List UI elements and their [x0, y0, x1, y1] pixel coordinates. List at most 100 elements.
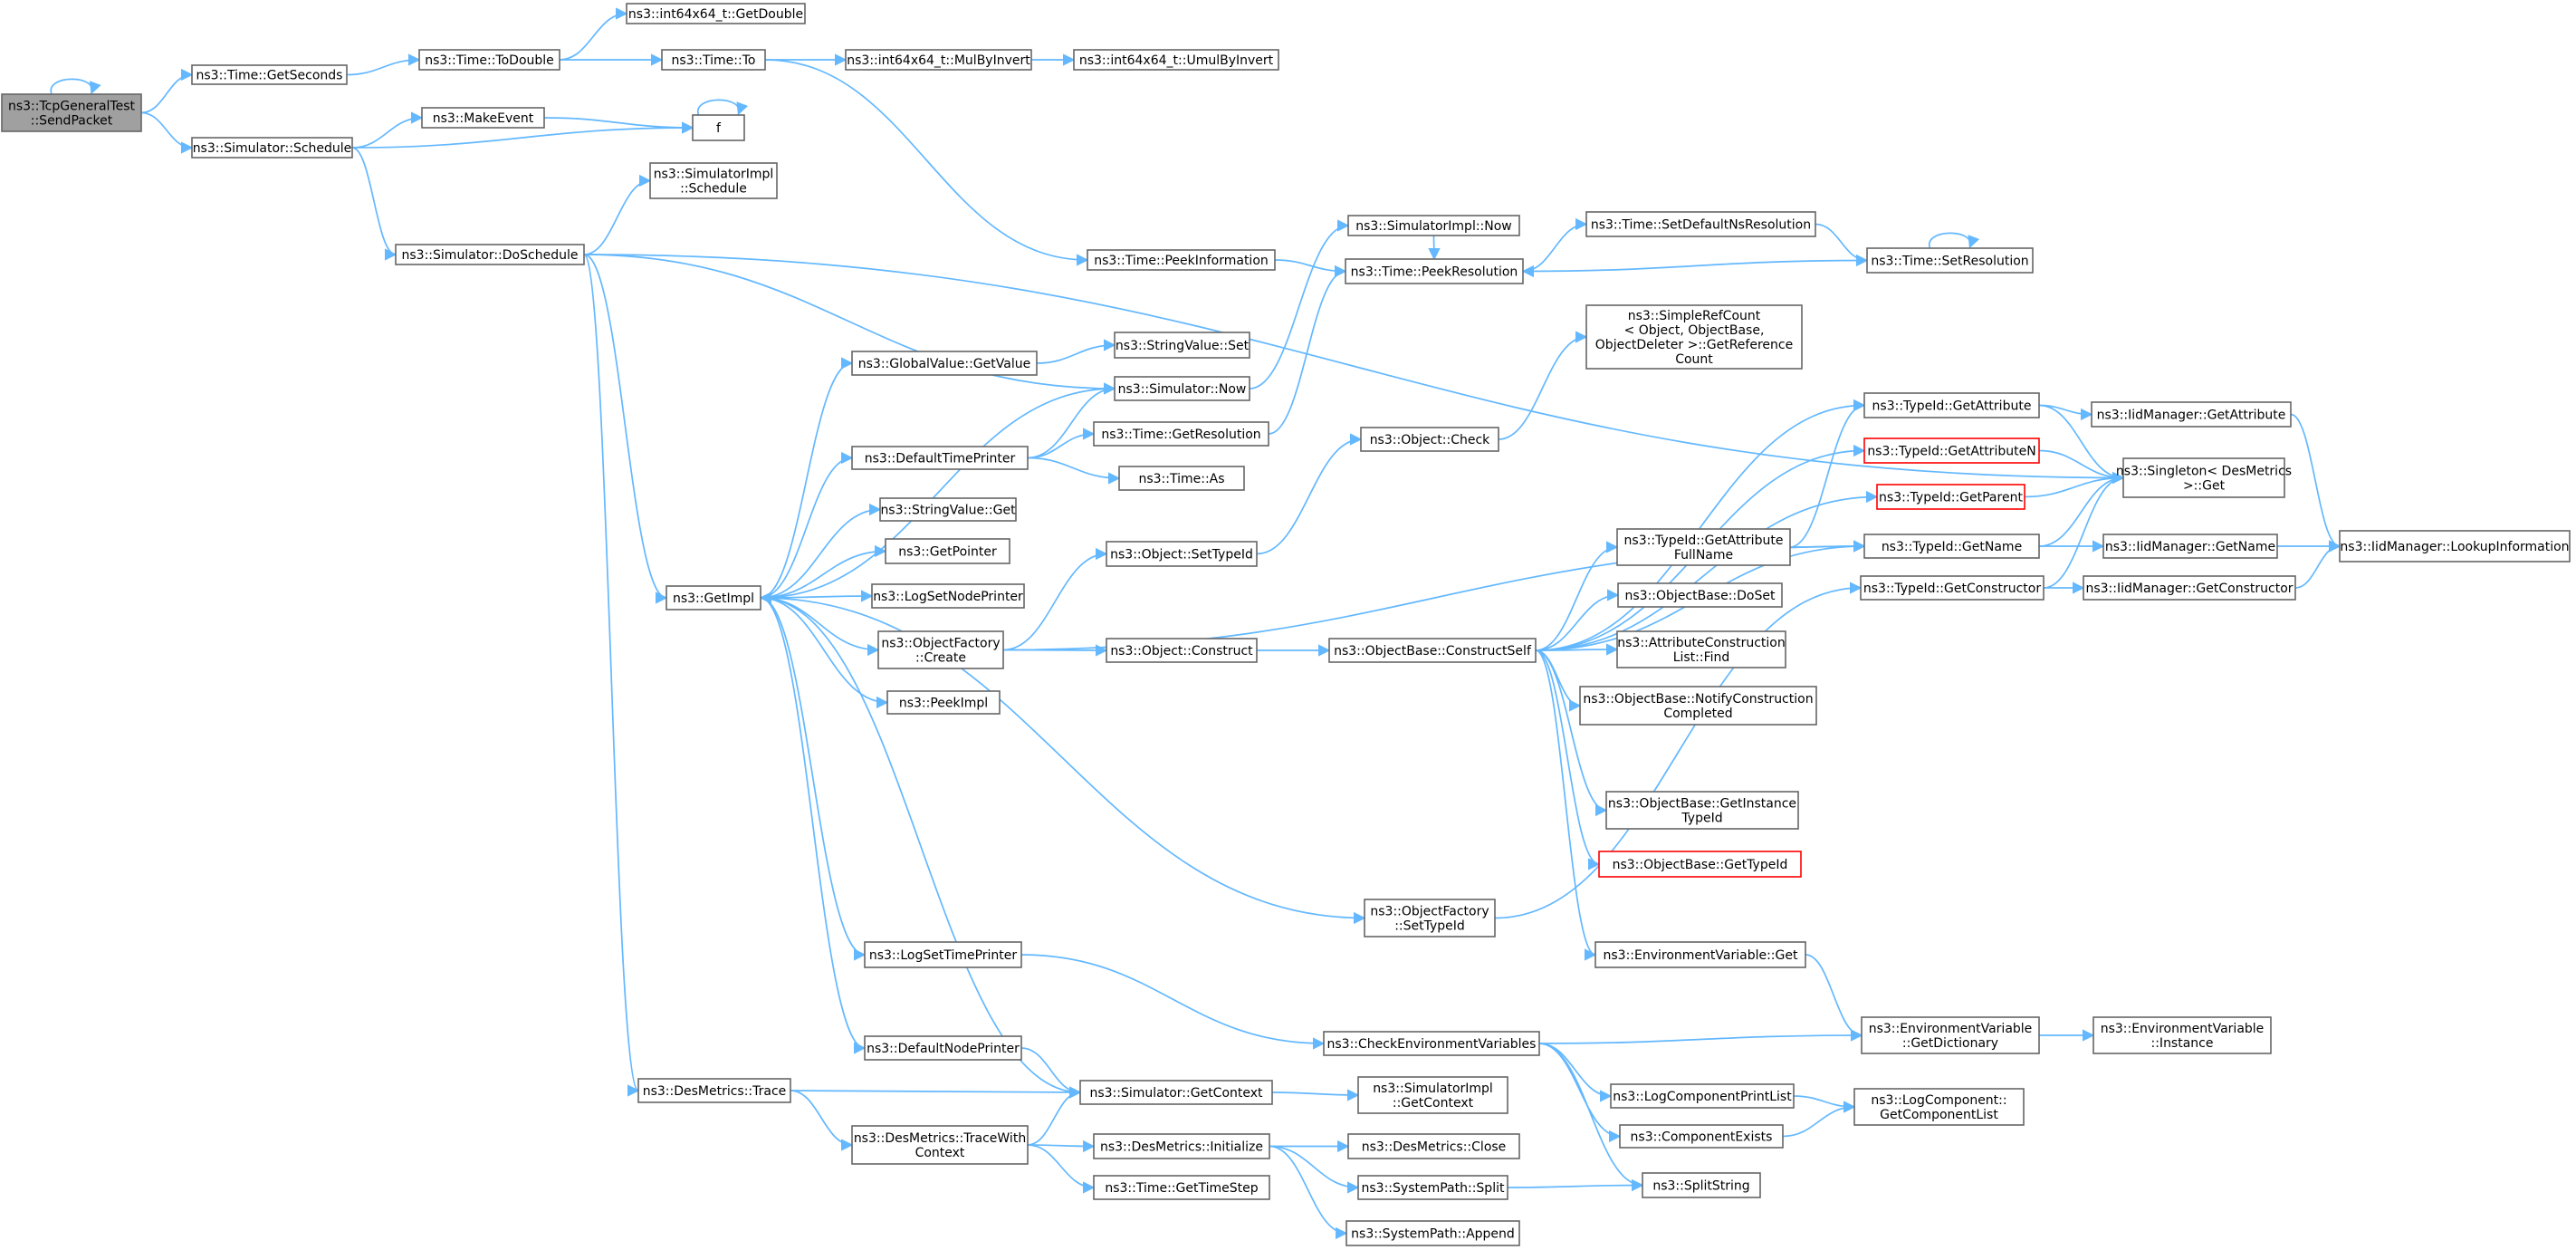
node-box — [1114, 332, 1250, 359]
node-constructself[interactable]: ns3::ObjectBase::ConstructSelf — [1328, 638, 1537, 663]
node-objconstruct[interactable]: ns3::Object::Construct — [1106, 638, 1258, 663]
edge-tgetname-to-singleton — [2038, 471, 2125, 547]
node-getrefcount[interactable]: ns3::SimpleRefCount< Object, ObjectBase,… — [1585, 304, 1803, 370]
node-dtp[interactable]: ns3::DefaultTimePrinter — [851, 446, 1029, 470]
node-getresolution[interactable]: ns3::Time::GetResolution — [1093, 421, 1269, 447]
node-box — [661, 49, 766, 71]
node-tgetconstructor[interactable]: ns3::TypeId::GetConstructor — [1860, 575, 2045, 601]
node-umulbyinvert[interactable]: ns3::int64x64_t::UmulByInvert — [1073, 49, 1279, 71]
node-schedule[interactable]: ns3::Simulator::Schedule — [191, 137, 353, 159]
node-label: ns3::Time::PeekInformation — [1094, 254, 1269, 268]
node-envget[interactable]: ns3::EnvironmentVariable::Get — [1594, 941, 1806, 968]
edge-doschedule-to-getimpl — [583, 254, 668, 604]
node-svset[interactable]: ns3::StringValue::Set — [1114, 332, 1250, 359]
node-getseconds[interactable]: ns3::Time::GetSeconds — [191, 64, 348, 85]
node-obdoset[interactable]: ns3::ObjectBase::DoSet — [1617, 582, 1783, 608]
node-envdict[interactable]: ns3::EnvironmentVariable::GetDictionary — [1861, 1016, 2040, 1054]
node-lognodeprinter[interactable]: ns3::LogSetNodePrinter — [871, 583, 1025, 609]
node-gvgetvalue[interactable]: ns3::GlobalValue::GetValue — [851, 351, 1038, 376]
node-logsettimeprinter[interactable]: ns3::LogSetTimePrinter — [864, 941, 1022, 968]
node-tgetparent[interactable]: ns3::TypeId::GetParent — [1876, 484, 2025, 510]
node-envinstance[interactable]: ns3::EnvironmentVariable::Instance — [2092, 1016, 2272, 1054]
node-label: ns3::DefaultTimePrinter — [865, 452, 1016, 466]
node-label: ns3::SimulatorImpl — [654, 168, 774, 182]
node-compexists[interactable]: ns3::ComponentExists — [1619, 1124, 1784, 1149]
edge-gvgetvalue-to-svset — [1036, 339, 1116, 364]
node-checkenv[interactable]: ns3::CheckEnvironmentVariables — [1323, 1031, 1540, 1056]
node-objsettypeid[interactable]: ns3::Object::SetTypeId — [1106, 541, 1258, 567]
node-box — [1585, 304, 1803, 370]
node-iidlookup[interactable]: ns3::IidManager::LookupInformation — [2339, 530, 2571, 562]
node-mulbyinvert[interactable]: ns3::int64x64_t::MulByInvert — [845, 49, 1032, 71]
edge-getseconds-to-todouble — [346, 53, 421, 76]
node-box — [1605, 791, 1799, 830]
node-label: ns3::TypeId::GetAttribute — [1624, 534, 1784, 548]
node-tgetattributen[interactable]: ns3::TypeId::GetAttributeN — [1863, 438, 2040, 464]
node-label: Context — [915, 1146, 965, 1160]
node-peekinfo[interactable]: ns3::Time::PeekInformation — [1087, 249, 1276, 271]
node-box — [2339, 530, 2571, 562]
node-dmtrace[interactable]: ns3::DesMetrics::Trace — [637, 1078, 791, 1103]
node-doschedule[interactable]: ns3::Simulator::DoSchedule — [395, 244, 585, 265]
node-todouble[interactable]: ns3::Time::ToDouble — [418, 49, 560, 71]
node-iidgetattribute[interactable]: ns3::IidManager::GetAttribute — [2091, 401, 2292, 428]
node-dminit[interactable]: ns3::DesMetrics::Initialize — [1093, 1133, 1270, 1159]
node-iidgetconstructor[interactable]: ns3::IidManager::GetConstructor — [2083, 575, 2296, 601]
edge-iidgetattribute-to-iidlookup — [2290, 413, 2341, 553]
edge-ofsettypeid-to-tgetconstructor — [1494, 582, 1863, 919]
node-simnow[interactable]: ns3::Simulator::Now — [1114, 376, 1250, 401]
node-getimpl[interactable]: ns3::GetImpl — [666, 585, 761, 611]
node-obnotify[interactable]: ns3::ObjectBase::NotifyConstructionCompl… — [1579, 686, 1817, 726]
node-setdefaultns[interactable]: ns3::Time::SetDefaultNsResolution — [1585, 211, 1816, 237]
node-setres[interactable]: ns3::Time::SetResolution — [1866, 247, 2034, 274]
node-label: Count — [1675, 352, 1713, 367]
node-ofcreate[interactable]: ns3::ObjectFactory::Create — [877, 630, 1004, 669]
node-spsplit[interactable]: ns3::SystemPath::Split — [1357, 1175, 1508, 1200]
node-lcgetlist[interactable]: ns3::LogComponent::GetComponentList — [1853, 1088, 2025, 1126]
node-peekres[interactable]: ns3::Time::PeekResolution — [1345, 258, 1524, 284]
node-lcpl[interactable]: ns3::LogComponentPrintList — [1610, 1083, 1795, 1109]
node-to[interactable]: ns3::Time::To — [661, 49, 766, 71]
node-objcheck[interactable]: ns3::Object::Check — [1360, 427, 1499, 452]
edge-doschedule-to-dmtrace — [583, 254, 640, 1097]
node-implgetcontext[interactable]: ns3::SimulatorImpl::GetContext — [1357, 1076, 1508, 1114]
node-gettimestep[interactable]: ns3::Time::GetTimeStep — [1093, 1175, 1270, 1200]
node-dnp[interactable]: ns3::DefaultNodePrinter — [864, 1035, 1022, 1061]
node-label: ns3::Time::SetResolution — [1871, 255, 2028, 269]
node-iidgetname[interactable]: ns3::IidManager::GetName — [2102, 534, 2278, 559]
edge-constructself-to-tgetattribute — [1535, 399, 1866, 651]
node-getdouble[interactable]: ns3::int64x64_t::GetDouble — [626, 3, 806, 24]
node-box — [191, 137, 353, 159]
node-box — [191, 64, 348, 85]
node-spappend[interactable]: ns3::SystemPath::Append — [1345, 1220, 1520, 1246]
node-dmclose[interactable]: ns3::DesMetrics::Close — [1347, 1133, 1520, 1159]
node-tgetattribute[interactable]: ns3::TypeId::GetAttribute — [1863, 392, 2040, 418]
node-ofsettypeid[interactable]: ns3::ObjectFactory::SetTypeId — [1364, 899, 1496, 938]
node-obgettypeid[interactable]: ns3::ObjectBase::GetTypeId — [1598, 851, 1802, 878]
node-label: ns3::Time::GetResolution — [1101, 428, 1260, 442]
node-label: ns3::Object::Check — [1370, 433, 1490, 447]
node-label: ns3::DesMetrics::Initialize — [1100, 1140, 1263, 1155]
node-makeevent[interactable]: ns3::MakeEvent — [421, 107, 545, 129]
node-splitstring[interactable]: ns3::SplitString — [1642, 1172, 1761, 1198]
node-singleton[interactable]: ns3::Singleton< DesMetrics>::Get — [2116, 457, 2292, 498]
node-box — [1093, 421, 1269, 447]
node-implnow[interactable]: ns3::SimulatorImpl::Now — [1347, 215, 1520, 236]
node-label: ns3::ObjectBase::NotifyConstruction — [1583, 692, 1813, 707]
node-svget[interactable]: ns3::StringValue::Get — [879, 497, 1017, 522]
node-root[interactable]: ns3::TcpGeneralTest::SendPacket — [1, 93, 142, 132]
node-label: ::Instance — [2151, 1036, 2214, 1051]
node-getcontext[interactable]: ns3::Simulator::GetContext — [1079, 1080, 1273, 1105]
node-label: FullName — [1674, 548, 1733, 562]
node-tgetname[interactable]: ns3::TypeId::GetName — [1863, 534, 2040, 559]
node-getpointer[interactable]: ns3::GetPointer — [885, 538, 1010, 564]
node-f[interactable]: f — [692, 114, 745, 141]
node-timeas[interactable]: ns3::Time::As — [1118, 466, 1245, 491]
node-peekimpl[interactable]: ns3::PeekImpl — [886, 690, 1001, 715]
node-label: ::GetDictionary — [1902, 1036, 1998, 1051]
node-implschedule[interactable]: ns3::SimulatorImpl::Schedule — [649, 162, 778, 199]
